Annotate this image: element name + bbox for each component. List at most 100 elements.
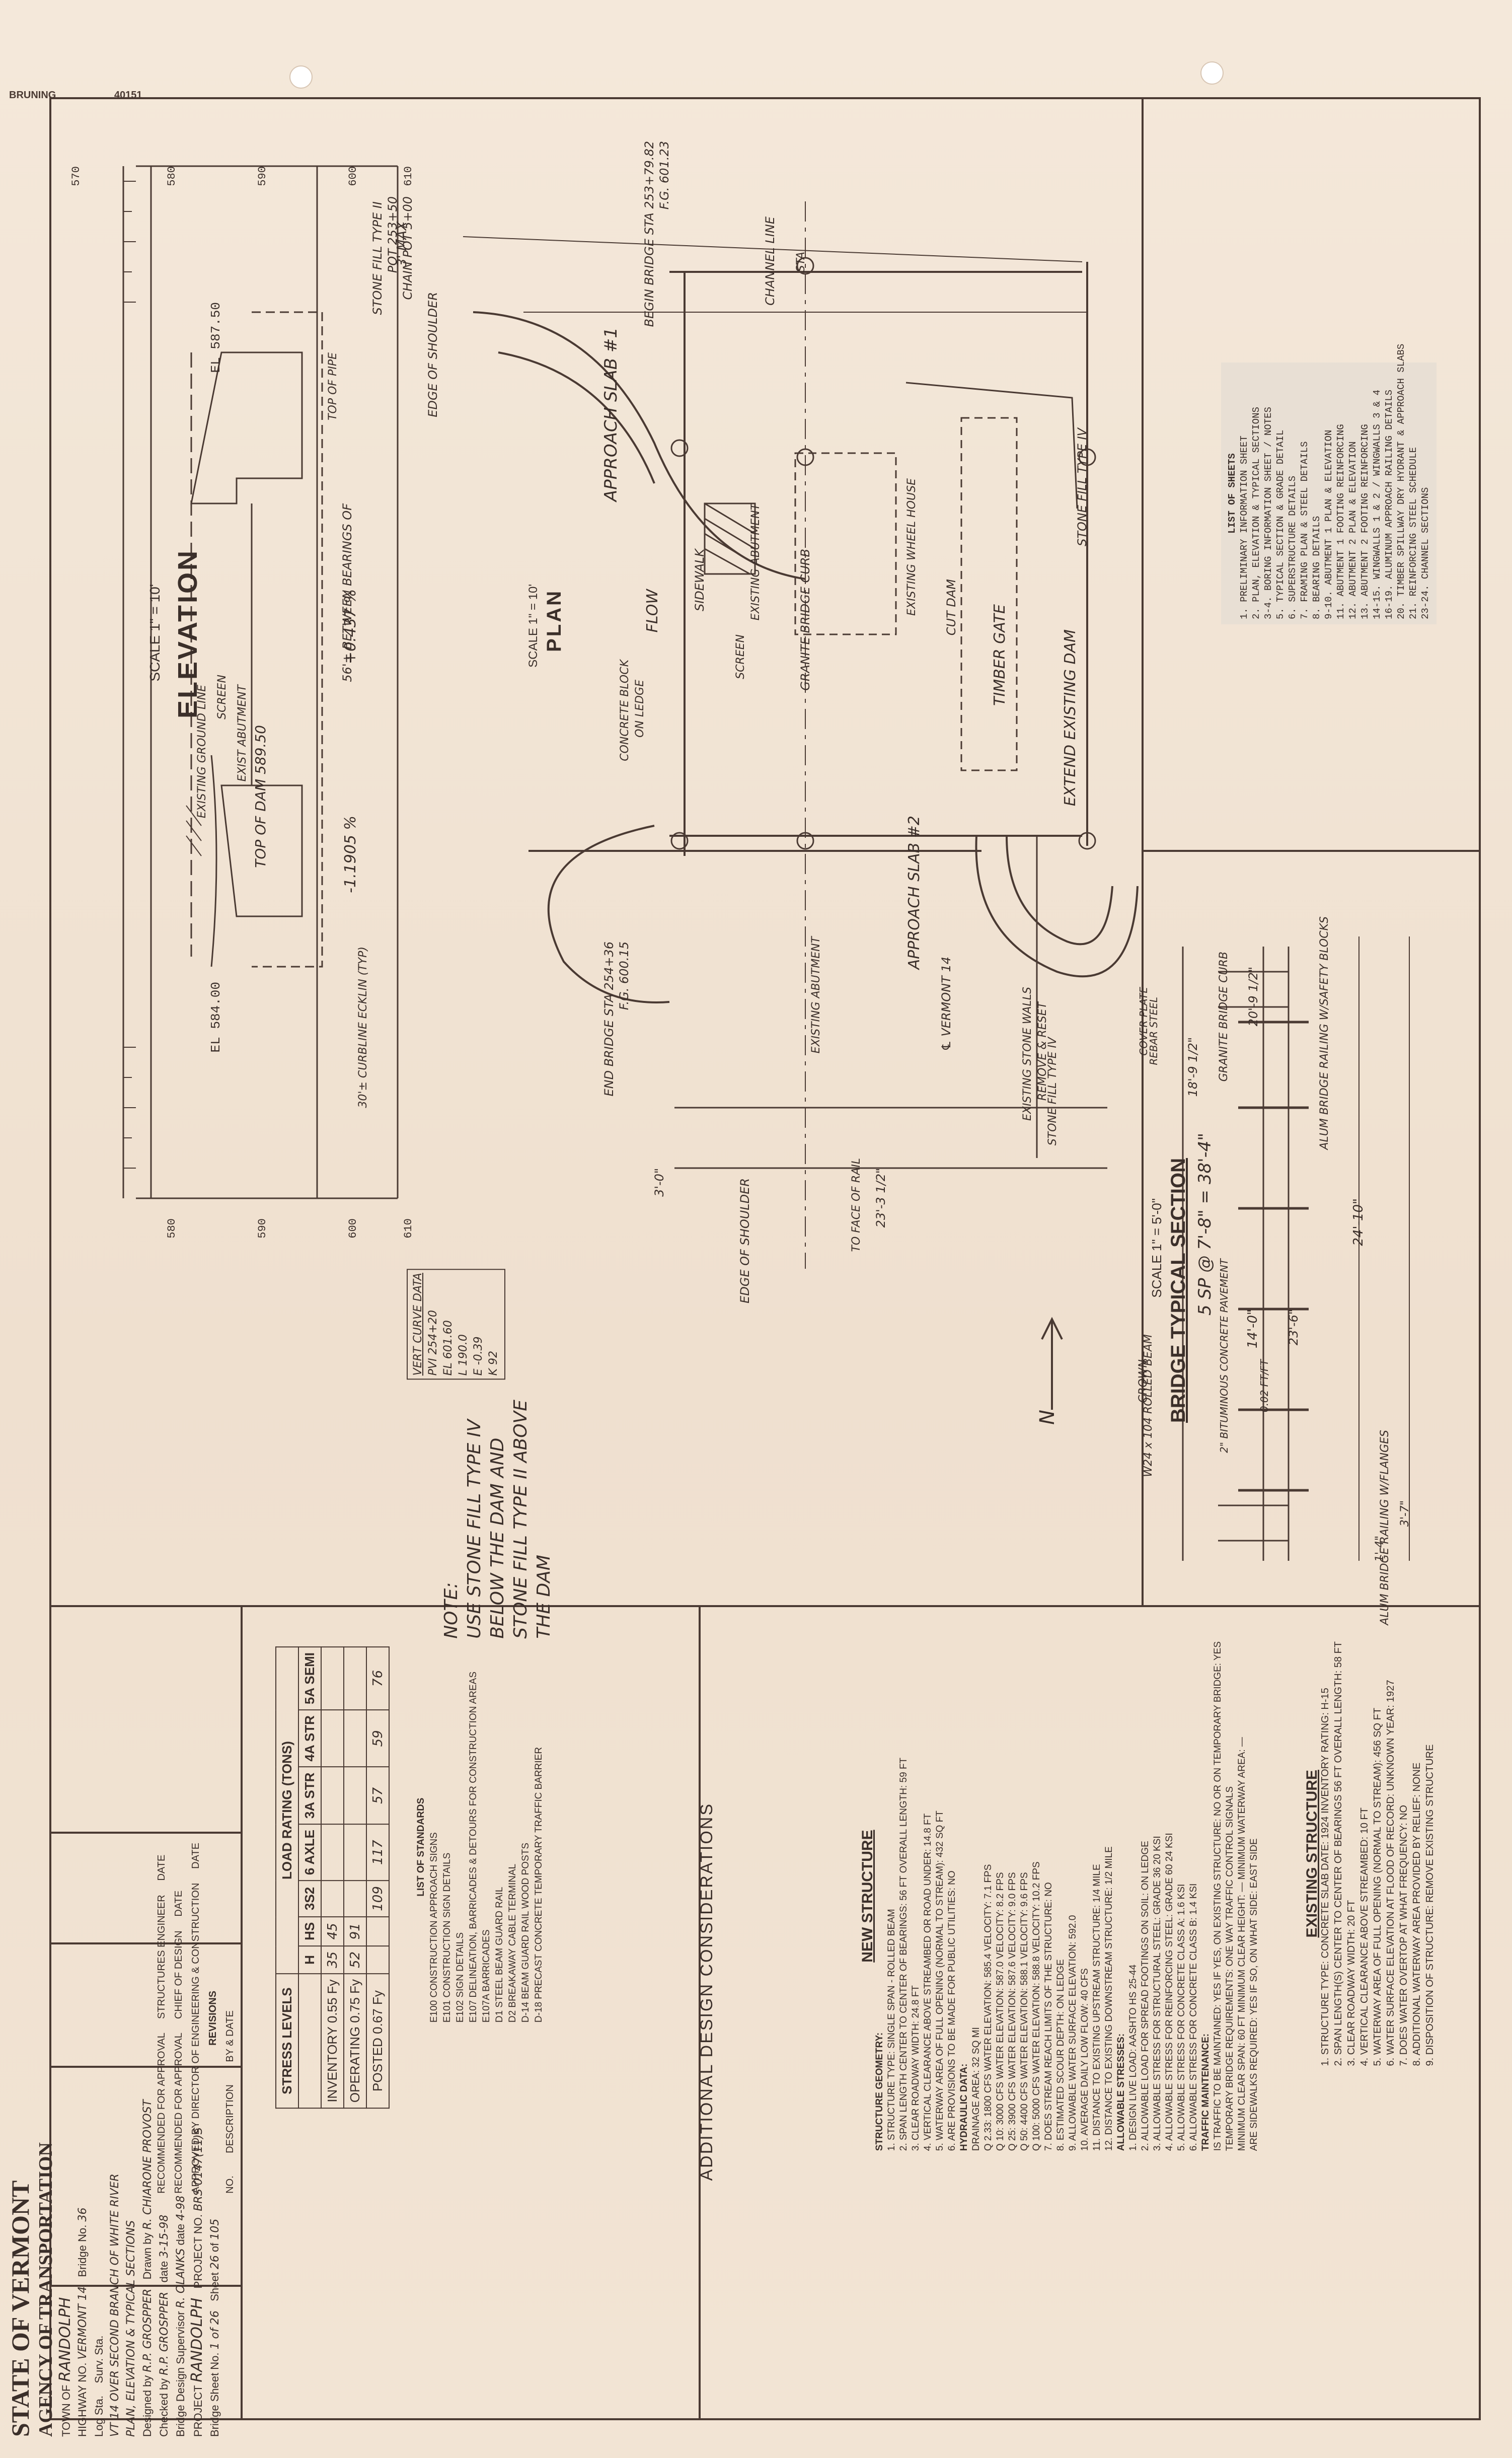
dim-14-label: 14'-0" <box>1245 1309 1260 1349</box>
axis-top-610: 610 <box>402 166 415 186</box>
agency-title: AGENCY OF TRANSPORTATION <box>35 2142 56 2437</box>
north-label: N <box>1036 1410 1059 1425</box>
note-title: NOTE: <box>441 1582 462 1639</box>
bridge-sheet-label: Bridge Sheet No. <box>208 2352 221 2437</box>
sta-label: STA <box>795 252 807 272</box>
hydraulic-line: DRAINAGE AREA: 32 SQ MI <box>971 2027 981 2151</box>
list-of-sheets-title: LIST OF SHEETS <box>1227 453 1238 534</box>
row-label: POSTED 0.67 Fy <box>366 1973 389 2109</box>
allowable-line: 2. ALLOWABLE LOAD FOR SPREAD FOOTINGS ON… <box>1140 1841 1151 2151</box>
project-label: PROJECT <box>192 2385 204 2437</box>
table-cell <box>321 1824 344 1881</box>
dim-23-section-label: 23'-6" <box>1287 1309 1301 1346</box>
table-row: OPERATING 0.75 Fy 52 91 <box>344 1647 366 2109</box>
vert-curve-el: EL 601.60 <box>442 1320 455 1376</box>
existing-wheel-house-label: EXISTING WHEEL HOUSE <box>905 478 918 616</box>
vert-curve-e: E -0.39 <box>472 1336 485 1376</box>
list-of-standards: LIST OF STANDARDS E100 CONSTRUCTION APPR… <box>415 1672 546 2022</box>
standard-item: E107A BARRICADES <box>481 1929 492 2023</box>
column-header: HS <box>298 1916 321 1946</box>
column-header: 3S2 <box>298 1881 321 1917</box>
supervisor-value: R. OLANKS <box>175 2248 187 2308</box>
standard-item: E102 SIGN DETAILS <box>455 1932 466 2023</box>
table-cell <box>366 1916 389 1946</box>
chain-pot-label: CHAIN POT 5+00 <box>401 196 415 300</box>
bridge-sheet-value: 1 of 26 <box>209 2310 221 2350</box>
standard-item: E100 CONSTRUCTION APPROACH SIGNS <box>429 1832 439 2023</box>
traffic-line: ARE SIDEWALKS REQUIRED: YES IF SO, ON WH… <box>1249 1838 1259 2151</box>
standard-item: D1 STEEL BEAM GUARD RAIL <box>494 1887 505 2023</box>
highway-value: VERMONT 14 <box>77 2286 89 2360</box>
hydraulic-title: HYDRAULIC DATA: <box>959 2063 969 2151</box>
load-rating: STRESS LEVELS LOAD RATING (TONS) H HS 3S… <box>275 1646 390 2109</box>
load-rating-title: LOAD RATING (TONS) <box>276 1647 298 1974</box>
alum-railing-left: ALUM BRIDGE RAILING W/SAFETY BLOCKS <box>1318 916 1331 1150</box>
new-structure: NEW STRUCTURE STRUCTURE GEOMETRY: 1. STR… <box>859 1641 1260 2151</box>
granite-curb-label: GRANITE BRIDGE CURB <box>798 549 812 691</box>
new-line: 1. STRUCTURE TYPE: SINGLE SPAN - ROLLED … <box>886 1909 897 2151</box>
pot-label: POT 253+50 <box>386 196 400 273</box>
sheet-item: 21. REINFORCING STEEL SCHEDULE <box>1408 447 1419 619</box>
note-line: STONE FILL TYPE II ABOVE <box>510 1400 531 1639</box>
new-line: 5. WATERWAY AREA OF FULL OPENING (NORMAL… <box>935 1811 945 2151</box>
sheet-item: 23-24. CHANNEL SECTIONS <box>1420 487 1431 619</box>
elevation-scale: SCALE 1" = 10' <box>147 584 163 682</box>
table-cell <box>344 1767 366 1825</box>
sheet-item: 8. BEARING DETAILS <box>1311 516 1322 619</box>
existing-abutment2-label: EXISTING ABUTMENT <box>810 936 822 1054</box>
dam-top-label: TOP OF DAM 589.50 <box>252 725 269 868</box>
table-cell <box>344 1710 366 1767</box>
bridge-section-title: BRIDGE TYPICAL SECTION <box>1167 1158 1189 1423</box>
on-ledge-label: ON LEDGE <box>634 680 646 738</box>
new-line: 2. SPAN LENGTH CENTER TO CENTER OF BEARI… <box>898 1757 909 2151</box>
end-fg-label: F.G. 600.15 <box>617 942 631 1010</box>
sheet-item: 9-10. ABUTMENT 1 PLAN & ELEVATION <box>1323 429 1334 619</box>
dim-3-7-label: 3'-7" <box>1399 1500 1411 1527</box>
existing-line: 9. DISPOSITION OF STRUCTURE: REMOVE EXIS… <box>1424 1744 1435 2066</box>
designer-value: R.P. GROSPPER <box>141 2288 154 2372</box>
wearing-label: 2" BITUMINOUS CONCRETE PAVEMENT <box>1218 1259 1230 1453</box>
checked-by-label: Checked by <box>158 2378 170 2437</box>
load-rating-table: STRESS LEVELS LOAD RATING (TONS) H HS 3S… <box>275 1646 390 2109</box>
row-label: INVENTORY 0.55 Fy <box>321 1973 344 2109</box>
table-cell <box>321 1881 344 1917</box>
existing-structure-title: EXISTING STRUCTURE <box>1304 1770 1320 1938</box>
existing-line: 8. ADDITIONAL WATERWAY AREA PROVIDED BY … <box>1411 1762 1422 2066</box>
channel-line-label: CHANNEL LINE <box>763 216 777 306</box>
new-line: 4. VERTICAL CLEARANCE ABOVE STREAMBED OR… <box>923 1813 933 2151</box>
cl-vermont-label: ℄ VERMONT 14 <box>939 957 953 1051</box>
row-label: OPERATING 0.75 Fy <box>344 1973 366 2109</box>
sheet-item: 1. PRELIMINARY INFORMATION SHEET <box>1239 436 1250 619</box>
bridge-no-label: Bridge No. <box>76 2224 89 2277</box>
begin-fg-label: F.G. 601.23 <box>657 141 671 210</box>
flow-label: FLOW <box>644 589 661 633</box>
table-cell <box>321 1647 344 1710</box>
sheet-no-value: 26 <box>209 2255 221 2270</box>
date-value: 3-15-98 <box>158 2214 171 2258</box>
supervisor-label: Bridge Design Supervisor <box>174 2311 187 2437</box>
of-label: of <box>208 2243 221 2253</box>
allowable-line: 1. DESIGN LIVE LOAD: AASHTO HS 25-44 <box>1128 1964 1139 2151</box>
vert-curve-k: K 92 <box>487 1350 500 1376</box>
hydraulic-line: Q 10: 3000 CFS WATER ELEVATION: 587.0 VE… <box>995 1872 1006 2151</box>
hydraulic-line: 8. ESTIMATED SCOUR DEPTH: ON LEDGE <box>1055 1959 1066 2151</box>
note-line: BELOW THE DAM AND <box>487 1437 508 1639</box>
standard-item: D-14 BEAM GUARD RAIL WOOD POSTS <box>520 1842 531 2023</box>
dim-20-label: 20'-9 1/2" <box>1246 967 1260 1027</box>
structures-engineer-label: STRUCTURES ENGINEER <box>156 1895 167 2019</box>
axis-top-570: 570 <box>70 166 83 186</box>
table-cell: 52 <box>344 1945 366 1974</box>
sheet-border <box>49 97 1481 2420</box>
hydraulic-line: Q 2.33: 1800 CFS WATER ELEVATION: 585.4 … <box>983 1864 994 2151</box>
new-structure-title: NEW STRUCTURE <box>859 1830 876 1963</box>
edge-of-shoulder-label: EDGE OF SHOULDER <box>426 292 440 417</box>
punch-hole <box>289 65 313 89</box>
column-header: 3A STR <box>298 1767 321 1825</box>
project-description: VT 14 OVER SECOND BRANCH OF WHITE RIVER <box>109 2174 121 2437</box>
hydraulic-line: 11. DISTANCE TO EXISTING UPSTREAM STRUCT… <box>1092 1864 1102 2151</box>
dim-18-label: 18'-9 1/2" <box>1186 1037 1200 1097</box>
sheet-item: 13. ABUTMENT 2 FOOTING REINFORCING <box>1359 424 1371 619</box>
town-value: RANDOLPH <box>56 2297 74 2382</box>
plan-edge-shoulder-label: EDGE OF SHOULDER <box>738 1178 752 1304</box>
